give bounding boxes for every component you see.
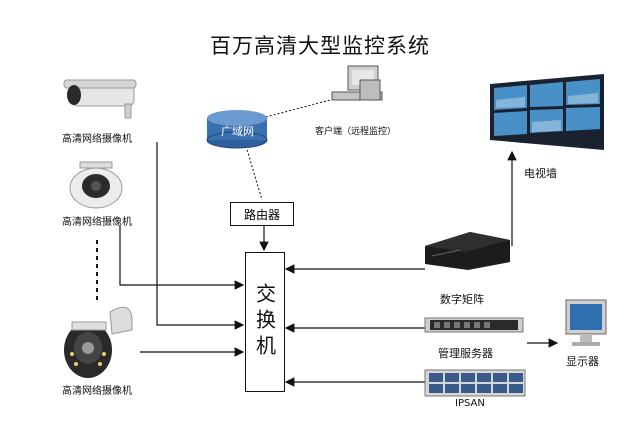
router-box: 路由器	[230, 202, 294, 226]
storage-label: IPSAN	[455, 398, 485, 409]
link-cloud-router	[245, 145, 263, 201]
diagram-title: 百万高清大型监控系统	[210, 34, 430, 58]
switch-box: 交换机	[245, 252, 285, 392]
display-label: 显示器	[566, 355, 599, 368]
link-cloud-client	[261, 99, 331, 119]
client-computer-icon	[331, 65, 383, 101]
camera2-label: 高清网络摄像机	[62, 217, 132, 228]
link-camera1-switch	[156, 142, 245, 330]
dome-camera-icon	[69, 161, 123, 209]
cloud-label: 广域网	[221, 125, 254, 138]
ptz-camera-icon	[64, 306, 133, 378]
storage-device	[424, 369, 526, 397]
camera1-label: 高清网络摄像机	[62, 134, 132, 145]
router-label: 路由器	[243, 207, 280, 222]
server-device	[424, 317, 524, 333]
camera3-label: 高清网络摄像机	[62, 386, 132, 397]
tv-wall-icon	[490, 74, 604, 150]
tv-wall-label: 电视墙	[524, 167, 557, 180]
switch-label: 交换机	[252, 283, 277, 361]
matrix-label: 数字矩阵	[440, 293, 484, 306]
client-label: 客户端（远程监控）	[315, 127, 397, 137]
bullet-camera-icon	[63, 79, 137, 119]
wan-cloud-shape	[206, 110, 268, 149]
server-label: 管理服务器	[438, 347, 493, 360]
digital-matrix-device	[425, 232, 510, 270]
display-monitor-icon	[565, 299, 607, 346]
link-camera2-switch	[119, 225, 245, 290]
